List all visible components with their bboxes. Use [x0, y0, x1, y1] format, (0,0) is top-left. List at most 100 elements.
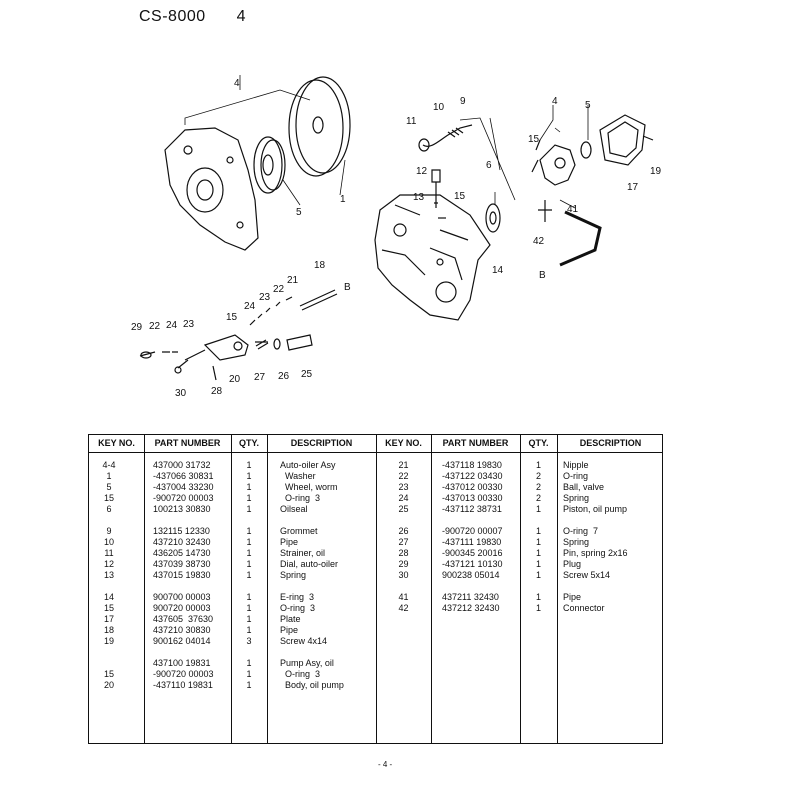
cell-key: 11: [104, 548, 114, 558]
cell-part: 437211 32430: [442, 592, 499, 602]
cell-key: 30: [398, 570, 409, 580]
cell-key: 21: [398, 460, 409, 470]
cell-key: 9: [106, 526, 112, 536]
cell-key: 12: [103, 559, 114, 569]
cell-key: 15: [103, 669, 114, 679]
connector: [538, 200, 552, 222]
cell-desc: O-ring 7: [563, 526, 599, 536]
cell-desc: Spring: [280, 570, 307, 580]
callout-label: 1: [340, 194, 346, 205]
cell-qty: 1: [246, 680, 252, 690]
cell-key: 5: [106, 482, 112, 492]
cell-qty: 1: [246, 493, 252, 503]
cell-key: 20: [103, 680, 114, 690]
oil-pump-body: [203, 334, 249, 361]
page-number: 4: [236, 8, 247, 25]
callout-label: 19: [650, 166, 662, 177]
cell-qty: 2: [535, 471, 541, 481]
cell-part: -437111 19830: [442, 537, 502, 547]
piston: [286, 334, 313, 351]
oilseal: [485, 203, 501, 233]
cell-qty: 1: [535, 548, 541, 558]
callout-label: 10: [433, 102, 445, 113]
callout-label: 12: [416, 166, 428, 177]
cell-key: 10: [103, 537, 114, 547]
callout-label: 28: [211, 386, 223, 397]
model-title: CS-8000: [139, 8, 206, 25]
cell-key: 22: [398, 471, 409, 481]
cell-qty: 1: [246, 669, 252, 679]
cell-qty: 1: [535, 526, 541, 536]
callout-label: 15: [454, 191, 466, 202]
cell-qty: 1: [246, 570, 252, 580]
page-header: CS-8000 4: [139, 8, 246, 26]
cell-qty: 3: [246, 636, 252, 646]
cell-part: 437605 37630: [153, 614, 214, 624]
col-header-qty: QTY.: [238, 438, 259, 448]
cell-qty: 1: [246, 603, 252, 613]
cell-qty: 1: [246, 526, 252, 536]
callout-label: 18: [314, 260, 326, 271]
cell-qty: 1: [246, 559, 252, 569]
callout-label: 41: [567, 204, 579, 215]
cell-part: 437210 30830: [153, 625, 211, 635]
callout-label: 23: [259, 292, 271, 303]
cell-desc: Pipe: [563, 592, 582, 602]
cell-desc: Body, oil pump: [280, 680, 344, 690]
cell-desc: O-ring 3: [280, 493, 321, 503]
callout-label: 9: [460, 96, 466, 107]
cell-part: 900720 00003: [153, 603, 211, 613]
cell-desc: Connector: [563, 603, 605, 613]
cell-desc: O-ring 3: [280, 603, 316, 613]
callout-label: 26: [278, 371, 290, 382]
col-header-part-number: PART NUMBER: [154, 438, 221, 448]
cell-desc: Plate: [280, 614, 301, 624]
cell-key: 42: [398, 603, 409, 613]
cell-part: -437112 38731: [442, 504, 502, 514]
cell-desc: Wheel, worm: [280, 482, 338, 492]
cell-desc: Ball, valve: [563, 482, 605, 492]
cell-desc: Auto-oiler Asy: [280, 460, 336, 470]
cell-part: -437122 03430: [442, 471, 503, 481]
cell-qty: 1: [535, 504, 541, 514]
col-header-part-number: PART NUMBER: [442, 438, 509, 448]
cell-part: -437012 00330: [442, 482, 503, 492]
cell-key: 15: [103, 493, 114, 503]
callout-label: 23: [183, 319, 195, 330]
cell-part: 900238 05014: [442, 570, 500, 580]
callout-label: 30: [175, 388, 187, 399]
callout-label: 11: [406, 116, 417, 127]
cell-qty: 1: [535, 570, 541, 580]
callout-label: 25: [301, 369, 313, 380]
col-header-key-no: KEY NO.: [98, 438, 135, 448]
cell-desc: Oilseal: [280, 504, 308, 514]
cell-qty: 1: [535, 559, 541, 569]
callout-label: 15: [528, 134, 540, 145]
cell-qty: 1: [246, 625, 252, 635]
auto-oiler-housing: [164, 127, 259, 251]
cell-key: 23: [398, 482, 409, 492]
cell-part: -437110 19831: [153, 680, 213, 690]
cell-key: 6: [106, 504, 112, 514]
cell-key: 14: [103, 592, 114, 602]
cell-part: 132115 12330: [153, 526, 210, 536]
cell-key: 1: [106, 471, 112, 481]
pipe-42: [559, 210, 602, 267]
cell-desc: Pipe: [280, 625, 299, 635]
callout-label: 29: [131, 322, 143, 333]
callout-label: 4: [234, 78, 240, 89]
cell-desc: Pump Asy, oil: [280, 658, 334, 668]
cell-key: 19: [103, 636, 114, 646]
worm-wheel: [253, 136, 286, 194]
col-header-description: DESCRIPTION: [579, 438, 642, 448]
crankcase: [374, 194, 491, 321]
cell-qty: 1: [535, 603, 541, 613]
cell-part: 436205 14730: [153, 548, 211, 558]
cell-part: 437015 19830: [153, 570, 211, 580]
cell-key: 18: [103, 625, 114, 635]
cell-qty: 1: [246, 460, 252, 470]
cell-qty: 1: [246, 548, 252, 558]
cell-key: 13: [103, 570, 114, 580]
pipe-18: [299, 289, 338, 311]
cell-part: -900720 00003: [153, 493, 214, 503]
